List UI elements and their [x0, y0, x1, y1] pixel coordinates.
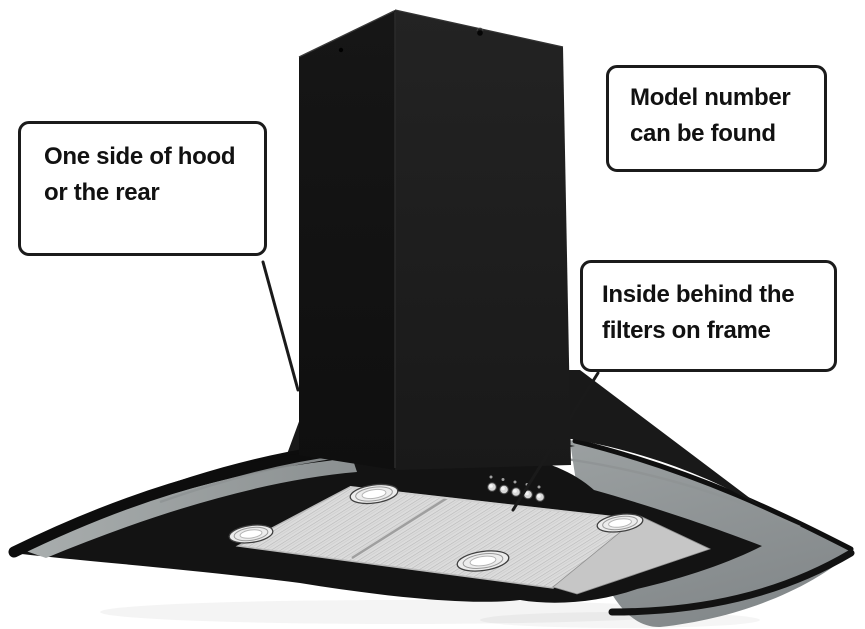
- speed-mid-icon: [513, 480, 517, 484]
- chimney-screw-hole-left: [338, 47, 344, 53]
- filter-top-edge: [349, 486, 641, 521]
- glass-front-edge-left: [8, 449, 336, 558]
- callout-behind-filters: Inside behind the filters on frame: [580, 260, 837, 372]
- lamp-back-right: [596, 513, 644, 533]
- control-button-5: [535, 485, 545, 502]
- filter-frame-chrome-strip: [552, 515, 712, 595]
- chimney-left-face: [299, 10, 395, 470]
- chimney-top-edge-left: [298, 10, 395, 58]
- control-panel: [487, 475, 545, 502]
- glass-edge-right-inner: [608, 549, 855, 616]
- chimney-screw-highlight: [476, 27, 484, 32]
- lamp-front-left: [228, 524, 274, 544]
- glass-edge-right-outer: [572, 438, 854, 552]
- callout-model-number: Model number can be found: [606, 65, 827, 172]
- speed-low-icon: [501, 478, 505, 481]
- grease-filters: [235, 486, 712, 595]
- chimney-duct: [298, 9, 571, 470]
- chimney-screw-hole-right: [477, 30, 483, 36]
- light-icon: [489, 475, 493, 479]
- filter-seam: [351, 496, 448, 560]
- control-button-1: [487, 475, 497, 492]
- leader-line-side: [261, 260, 300, 392]
- control-button-3: [511, 480, 521, 497]
- callout-side-of-hood: One side of hood or the rear: [18, 121, 267, 256]
- chimney-right-face: [395, 10, 571, 470]
- glass-wing-left: [20, 457, 357, 558]
- lamps: [228, 483, 644, 572]
- leader-line-filters: [511, 371, 600, 512]
- lamp-front-right: [456, 550, 510, 572]
- power-icon: [537, 485, 541, 489]
- lamp-back-left: [349, 483, 399, 505]
- leader-lines: [261, 260, 600, 512]
- control-button-2: [499, 478, 509, 495]
